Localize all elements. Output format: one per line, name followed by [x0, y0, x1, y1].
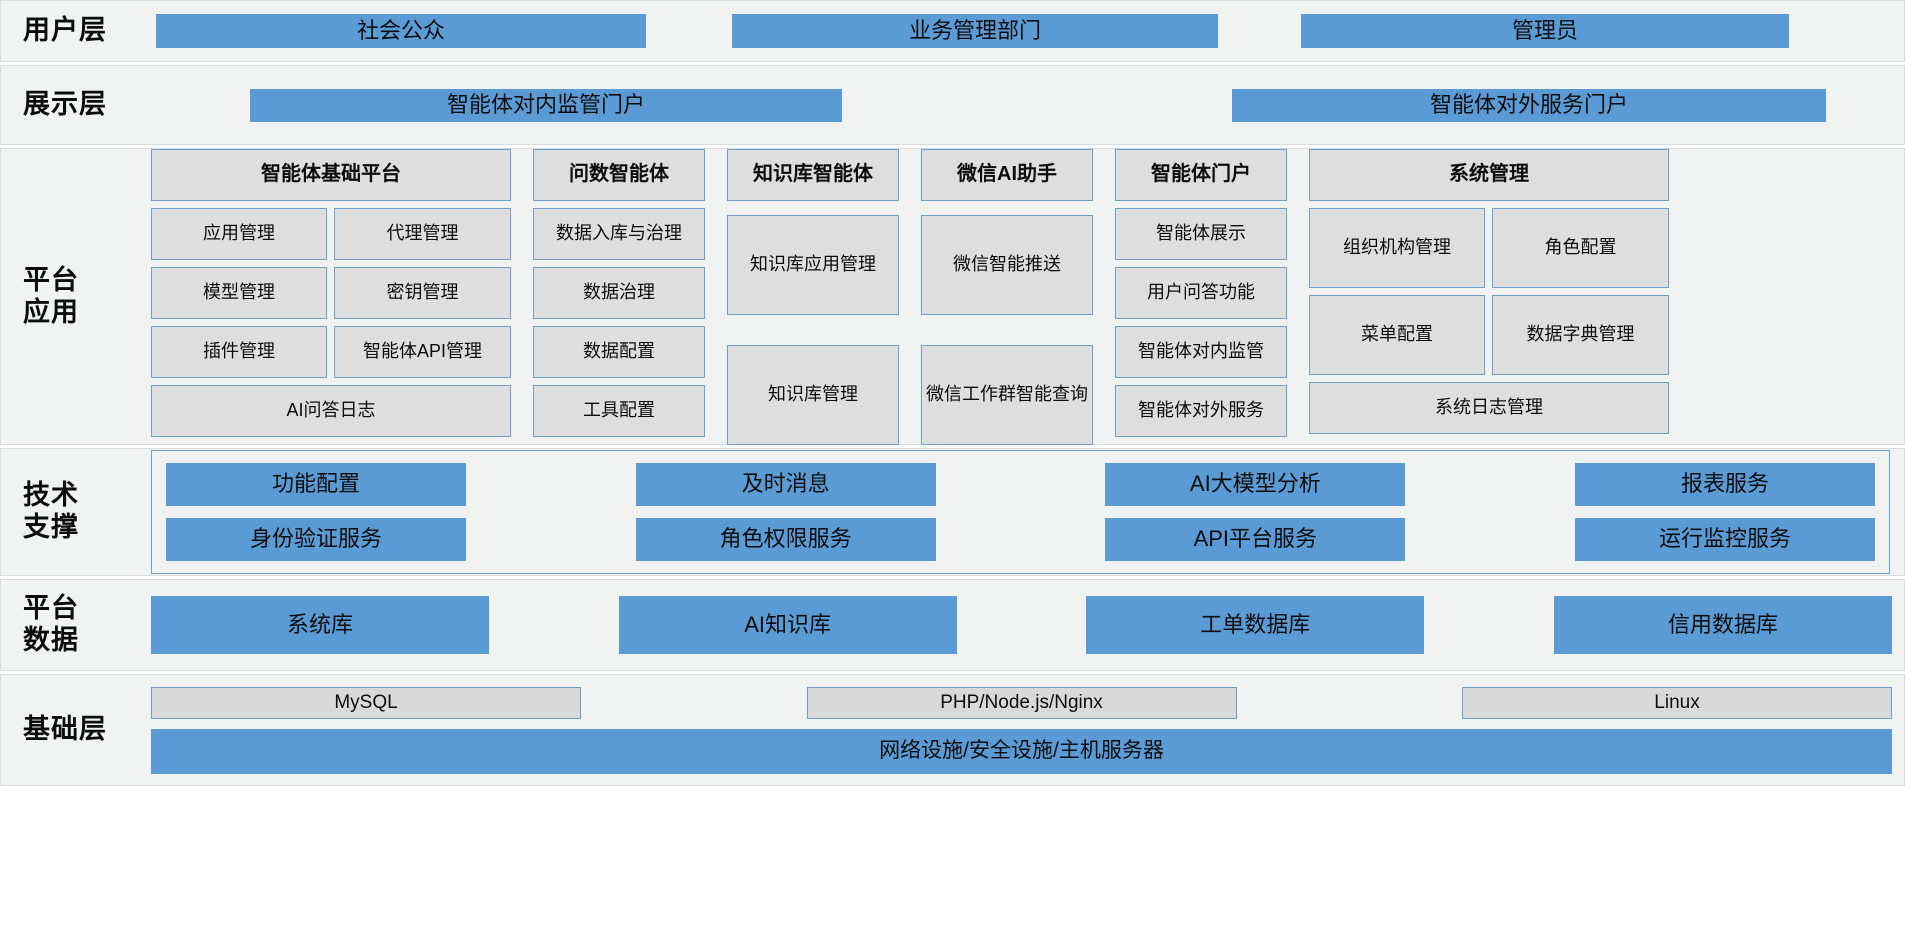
platform-column-title-data-query-agent: 问数智能体	[533, 148, 705, 201]
platform-columns: 智能体基础平台 应用管理 代理管理 模型管理 密钥管理 插件管理 智能体API管…	[151, 140, 1904, 454]
infrastructure-container: MySQL PHP/Node.js/Nginx Linux 网络设施/安全设施/…	[151, 681, 1904, 780]
database-credit[interactable]: 信用数据库	[1553, 596, 1892, 654]
platform-column-data-query-agent: 问数智能体 数据入库与治理 数据治理 数据配置 工具配置	[533, 148, 705, 437]
platform-column-agent-base: 智能体基础平台 应用管理 代理管理 模型管理 密钥管理 插件管理 智能体API管…	[151, 148, 511, 437]
user-box-admin[interactable]: 管理员	[1301, 14, 1789, 48]
module-data-config[interactable]: 数据配置	[533, 325, 705, 378]
module-key-management[interactable]: 密钥管理	[334, 266, 511, 319]
service-ai-llm-analysis[interactable]: AI大模型分析	[1105, 463, 1406, 506]
presentation-box-row: 智能体对内监管门户 智能体对外服务门户	[151, 88, 1904, 122]
platform-column-agent-portal: 智能体门户 智能体展示 用户问答功能 智能体对内监管 智能体对外服务	[1115, 148, 1287, 437]
module-agent-management[interactable]: 代理管理	[334, 207, 511, 260]
layer-infrastructure: 基础层 MySQL PHP/Node.js/Nginx Linux 网络设施/安…	[0, 674, 1905, 786]
database-system[interactable]: 系统库	[151, 596, 489, 654]
module-tool-config[interactable]: 工具配置	[533, 384, 705, 437]
module-menu-config[interactable]: 菜单配置	[1309, 294, 1485, 375]
layer-tech-support: 技术 支撑 功能配置 及时消息 AI大模型分析 报表服务 身份验证服务 角色权限…	[0, 448, 1905, 576]
module-agent-api-management[interactable]: 智能体API管理	[334, 325, 511, 378]
module-knowledge-management[interactable]: 知识库管理	[727, 344, 899, 445]
layer-platform-data-body: 系统库 AI知识库 工单数据库 信用数据库	[151, 580, 1904, 670]
user-box-row: 社会公众 业务管理部门 管理员	[151, 14, 1904, 48]
module-agent-showcase[interactable]: 智能体展示	[1115, 207, 1287, 260]
presentation-box-external-portal[interactable]: 智能体对外服务门户	[1232, 88, 1826, 122]
layer-user-body: 社会公众 业务管理部门 管理员	[151, 1, 1904, 61]
tech-chip-mysql[interactable]: MySQL	[151, 686, 581, 719]
database-work-order[interactable]: 工单数据库	[1086, 596, 1425, 654]
layer-presentation: 展示层 智能体对内监管门户 智能体对外服务门户	[0, 65, 1905, 145]
layer-infrastructure-label: 基础层	[23, 714, 107, 745]
module-user-qa-function[interactable]: 用户问答功能	[1115, 266, 1287, 319]
user-box-business-dept[interactable]: 业务管理部门	[732, 14, 1218, 48]
platform-row: 模型管理 密钥管理	[151, 266, 511, 319]
presentation-box-internal-portal[interactable]: 智能体对内监管门户	[250, 88, 842, 122]
layer-user-label: 用户层	[23, 15, 107, 46]
module-knowledge-app-management[interactable]: 知识库应用管理	[727, 214, 899, 315]
infrastructure-chip-row: MySQL PHP/Node.js/Nginx Linux	[151, 686, 1892, 719]
layer-platform-data-label: 平台 数据	[23, 593, 79, 655]
layer-presentation-label: 展示层	[23, 89, 107, 120]
module-agent-external-service[interactable]: 智能体对外服务	[1115, 384, 1287, 437]
layer-tech-support-label: 技术 支撑	[23, 480, 79, 542]
platform-column-knowledge-agent: 知识库智能体 知识库应用管理 知识库管理	[727, 148, 899, 445]
module-data-governance[interactable]: 数据治理	[533, 266, 705, 319]
tech-support-container: 功能配置 及时消息 AI大模型分析 报表服务 身份验证服务 角色权限服务 API…	[151, 450, 1904, 574]
module-app-management[interactable]: 应用管理	[151, 207, 327, 260]
layer-infrastructure-body: MySQL PHP/Node.js/Nginx Linux 网络设施/安全设施/…	[151, 675, 1904, 785]
platform-row: 插件管理 智能体API管理	[151, 325, 511, 378]
platform-column-title-knowledge-agent: 知识库智能体	[727, 148, 899, 201]
layer-user: 用户层 社会公众 业务管理部门 管理员	[0, 0, 1905, 62]
layer-platform-application: 平台 应用 智能体基础平台 应用管理 代理管理 模型管理 密钥管理 插件管理	[0, 148, 1905, 445]
service-instant-message[interactable]: 及时消息	[635, 463, 936, 506]
module-wechat-smart-push[interactable]: 微信智能推送	[921, 214, 1093, 315]
platform-row: 菜单配置 数据字典管理	[1309, 294, 1669, 375]
infrastructure-network-security-host[interactable]: 网络设施/安全设施/主机服务器	[151, 728, 1892, 774]
module-data-ingest-governance[interactable]: 数据入库与治理	[533, 207, 705, 260]
platform-column-system-management: 系统管理 组织机构管理 角色配置 菜单配置 数据字典管理 系统日志管理	[1309, 148, 1669, 434]
module-system-log-management[interactable]: 系统日志管理	[1309, 381, 1669, 434]
module-role-config[interactable]: 角色配置	[1492, 207, 1669, 288]
module-ai-qa-log[interactable]: AI问答日志	[151, 384, 511, 437]
platform-row: AI问答日志	[151, 384, 511, 437]
platform-column-title-system-management: 系统管理	[1309, 148, 1669, 201]
user-box-public[interactable]: 社会公众	[156, 14, 646, 48]
service-function-config[interactable]: 功能配置	[166, 463, 466, 506]
platform-column-title-agent-portal: 智能体门户	[1115, 148, 1287, 201]
module-data-dictionary-management[interactable]: 数据字典管理	[1492, 294, 1669, 375]
module-plugin-management[interactable]: 插件管理	[151, 325, 327, 378]
tech-chip-php-node-nginx[interactable]: PHP/Node.js/Nginx	[806, 686, 1237, 719]
tech-support-row-1: 功能配置 及时消息 AI大模型分析 报表服务	[166, 463, 1875, 506]
database-ai-knowledge[interactable]: AI知识库	[618, 596, 957, 654]
layer-presentation-body: 智能体对内监管门户 智能体对外服务门户	[151, 66, 1904, 144]
service-runtime-monitoring[interactable]: 运行监控服务	[1574, 518, 1875, 561]
service-role-permission[interactable]: 角色权限服务	[635, 518, 936, 561]
platform-column-wechat-ai-assistant: 微信AI助手 微信智能推送 微信工作群智能查询	[921, 148, 1093, 445]
platform-column-title-wechat-ai-assistant: 微信AI助手	[921, 148, 1093, 201]
layer-platform-application-label: 平台 应用	[23, 264, 79, 327]
module-wechat-group-smart-query[interactable]: 微信工作群智能查询	[921, 344, 1093, 445]
tech-support-row-2: 身份验证服务 角色权限服务 API平台服务 运行监控服务	[166, 518, 1875, 561]
platform-column-title-agent-base: 智能体基础平台	[151, 148, 511, 201]
module-model-management[interactable]: 模型管理	[151, 266, 327, 319]
service-api-platform[interactable]: API平台服务	[1105, 518, 1406, 561]
layer-tech-support-body: 功能配置 及时消息 AI大模型分析 报表服务 身份验证服务 角色权限服务 API…	[151, 449, 1904, 575]
layer-platform-data: 平台 数据 系统库 AI知识库 工单数据库 信用数据库	[0, 579, 1905, 671]
infrastructure-bottom-row: 网络设施/安全设施/主机服务器	[151, 728, 1892, 774]
tech-chip-linux[interactable]: Linux	[1462, 686, 1892, 719]
module-org-structure-management[interactable]: 组织机构管理	[1309, 207, 1485, 288]
platform-row: 应用管理 代理管理	[151, 207, 511, 260]
layer-platform-application-body: 智能体基础平台 应用管理 代理管理 模型管理 密钥管理 插件管理 智能体API管…	[151, 148, 1904, 445]
service-report-service[interactable]: 报表服务	[1574, 463, 1875, 506]
service-identity-auth[interactable]: 身份验证服务	[166, 518, 466, 561]
platform-data-row: 系统库 AI知识库 工单数据库 信用数据库	[151, 596, 1904, 654]
module-agent-internal-supervision[interactable]: 智能体对内监管	[1115, 325, 1287, 378]
platform-row: 系统日志管理	[1309, 381, 1669, 434]
platform-row: 组织机构管理 角色配置	[1309, 207, 1669, 288]
tech-support-frame: 功能配置 及时消息 AI大模型分析 报表服务 身份验证服务 角色权限服务 API…	[151, 450, 1890, 574]
